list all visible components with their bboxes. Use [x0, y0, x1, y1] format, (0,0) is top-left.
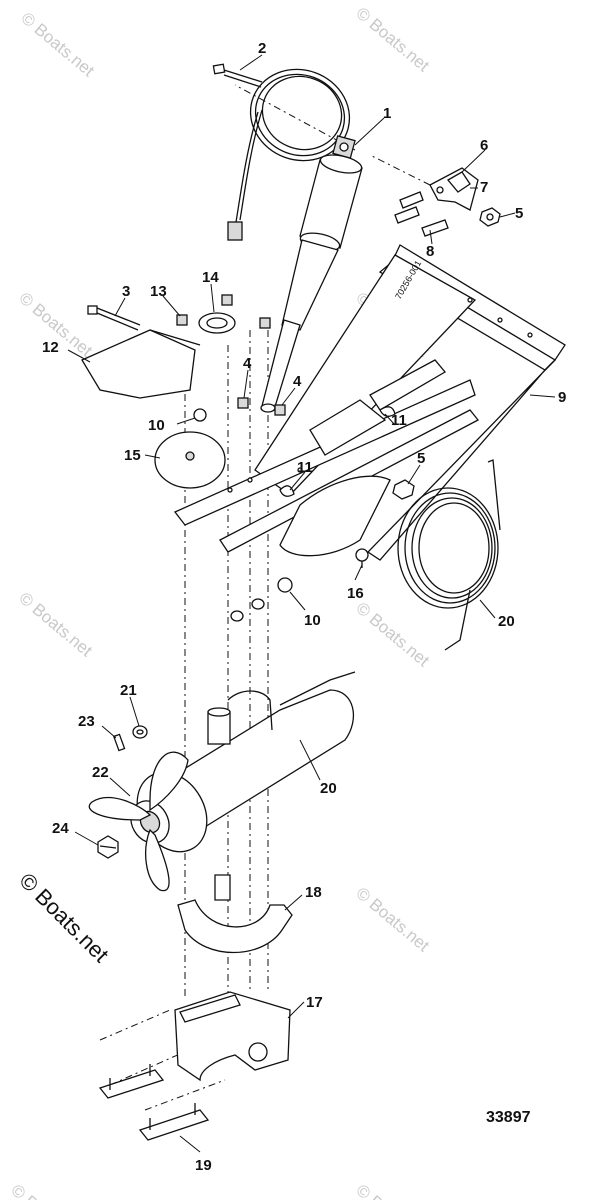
callout-22: 22 [92, 764, 109, 781]
bolt-part-3 [87, 305, 141, 331]
screw-part-16 [355, 548, 369, 568]
callout-8: 8 [426, 243, 434, 260]
callout-21: 21 [120, 682, 137, 699]
callout-12: 12 [42, 339, 59, 356]
callout-17: 17 [306, 994, 323, 1011]
screws-part-8 [394, 191, 449, 237]
bumper-part-10 [193, 408, 293, 622]
callout-2: 2 [258, 40, 266, 57]
assembly-axes [99, 84, 431, 1111]
callout-14: 14 [202, 269, 219, 286]
callout-10b: 10 [304, 612, 321, 629]
nut-part-5-lower [392, 479, 415, 500]
bracket-part-6-7 [429, 167, 479, 211]
motor-cable-coil-part-20 [397, 459, 501, 651]
callout-7: 7 [480, 179, 488, 196]
watermark-7: © Boats.net [352, 884, 433, 956]
callout-3: 3 [122, 283, 130, 300]
copyright-stamp: © Boats.net [14, 868, 113, 967]
callout-15: 15 [124, 447, 141, 464]
bolt-part-2 [212, 63, 263, 88]
callout-4a: 4 [243, 355, 252, 372]
callout-1: 1 [383, 105, 391, 122]
bushing-part-4 [237, 317, 286, 416]
strap-part-18 [177, 874, 293, 954]
callout-16: 16 [347, 585, 364, 602]
clamp-part-17 [174, 991, 291, 1082]
callout-5a: 5 [515, 205, 523, 222]
callout-18: 18 [305, 884, 322, 901]
callout-19: 19 [195, 1157, 212, 1174]
figure-number: 33897 [486, 1109, 531, 1126]
callout-4b: 4 [293, 373, 302, 390]
callout-20a: 20 [498, 613, 515, 630]
propeller-part-22 [88, 751, 189, 892]
pad-part-19 [98, 1064, 210, 1141]
watermark-6: © Boats.net [352, 599, 433, 671]
callout-11b: 11 [297, 459, 313, 476]
nut-part-13 [176, 314, 188, 326]
watermark-1: © Boats.net [17, 9, 98, 81]
nut-part-24 [97, 835, 119, 859]
disc-part-15 [154, 431, 226, 489]
callout-6: 6 [480, 137, 488, 154]
watermark-2: © Boats.net [352, 4, 433, 76]
callout-10a: 10 [148, 417, 165, 434]
watermark-9: © Boats.net [352, 1181, 433, 1200]
pin-part-23 [112, 733, 126, 752]
nut-part-5-upper [479, 207, 501, 227]
leader-lines [67, 54, 556, 1153]
watermark-8: © Boats.net [7, 1181, 88, 1200]
callouts: 1 2 3 4 4 5 5 6 7 8 9 10 10 11 11 12 13 … [42, 40, 566, 1174]
watermark-5: © Boats.net [15, 589, 96, 661]
callout-24: 24 [52, 820, 69, 837]
callout-23: 23 [78, 713, 95, 730]
callout-5b: 5 [417, 450, 425, 467]
callout-9: 9 [558, 389, 566, 406]
callout-13: 13 [150, 283, 167, 300]
washer-part-21 [132, 725, 148, 739]
clip-part-11 [279, 406, 396, 497]
callout-20b: 20 [320, 780, 337, 797]
actuator-part-1 [260, 135, 363, 413]
grommet-part-14 [198, 294, 236, 334]
actuator-cable-coil [227, 68, 351, 241]
mount-bracket-part-9: 70256-001 [173, 244, 566, 561]
clamp-plate-part-12 [81, 329, 201, 399]
callout-11a: 11 [391, 412, 407, 429]
